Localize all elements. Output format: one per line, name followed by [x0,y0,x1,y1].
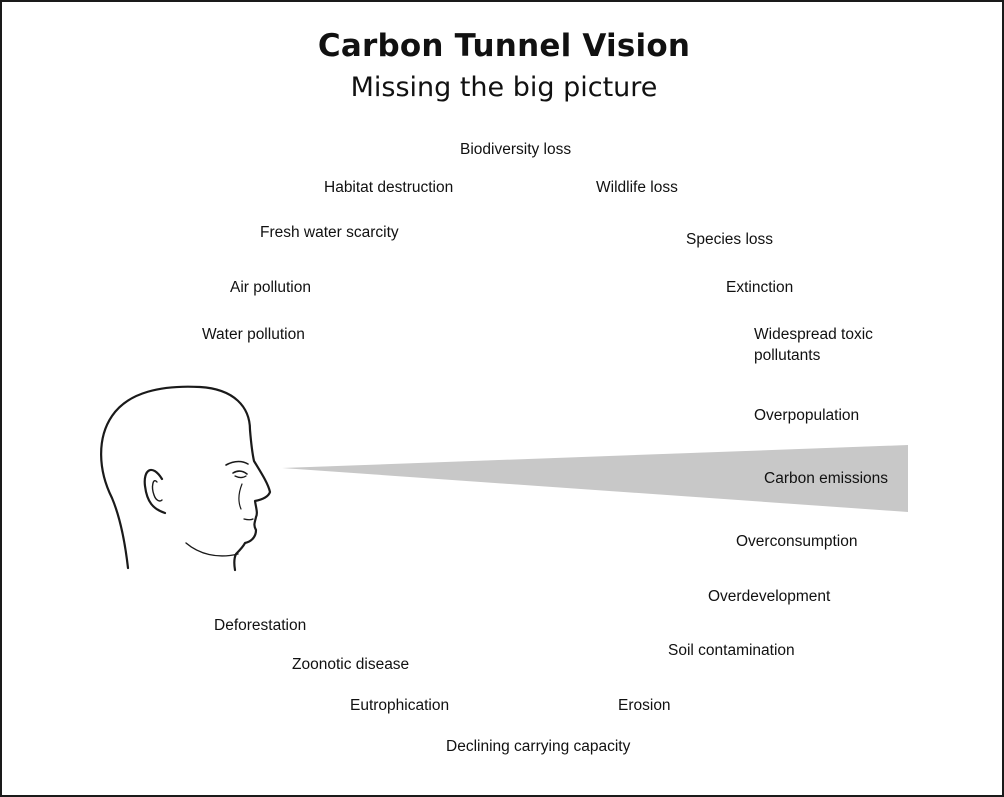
term-biodiversity-loss: Biodiversity loss [460,141,572,158]
page-title: Carbon Tunnel Vision [317,28,691,64]
term-overdevelopment: Overdevelopment [708,588,831,605]
term-fresh-water-scarcity: Fresh water scarcity [260,224,399,241]
term-declining-carrying-capacity: Declining carrying capacity [446,738,631,755]
term-widespread-toxic-pollutants: Widespread toxic pollutants [754,326,873,364]
term-overconsumption: Overconsumption [736,533,858,550]
term-erosion: Erosion [618,697,671,714]
page-subtitle: Missing the big picture [350,72,658,103]
term-carbon-emissions: Carbon emissions [764,470,889,487]
term-extinction: Extinction [726,279,794,296]
term-air-pollution: Air pollution [230,279,311,296]
human-head-profile-icon [100,385,272,572]
vision-cone [282,445,908,512]
term-habitat-destruction: Habitat destruction [324,179,454,196]
term-water-pollution: Water pollution [202,326,305,343]
term-species-loss: Species loss [686,231,774,248]
term-soil-contamination: Soil contamination [668,642,795,659]
term-zoonotic-disease: Zoonotic disease [292,656,410,673]
term-eutrophication: Eutrophication [350,697,450,714]
term-wildlife-loss: Wildlife loss [596,179,678,196]
term-overpopulation: Overpopulation [754,407,860,424]
term-deforestation: Deforestation [214,617,307,634]
